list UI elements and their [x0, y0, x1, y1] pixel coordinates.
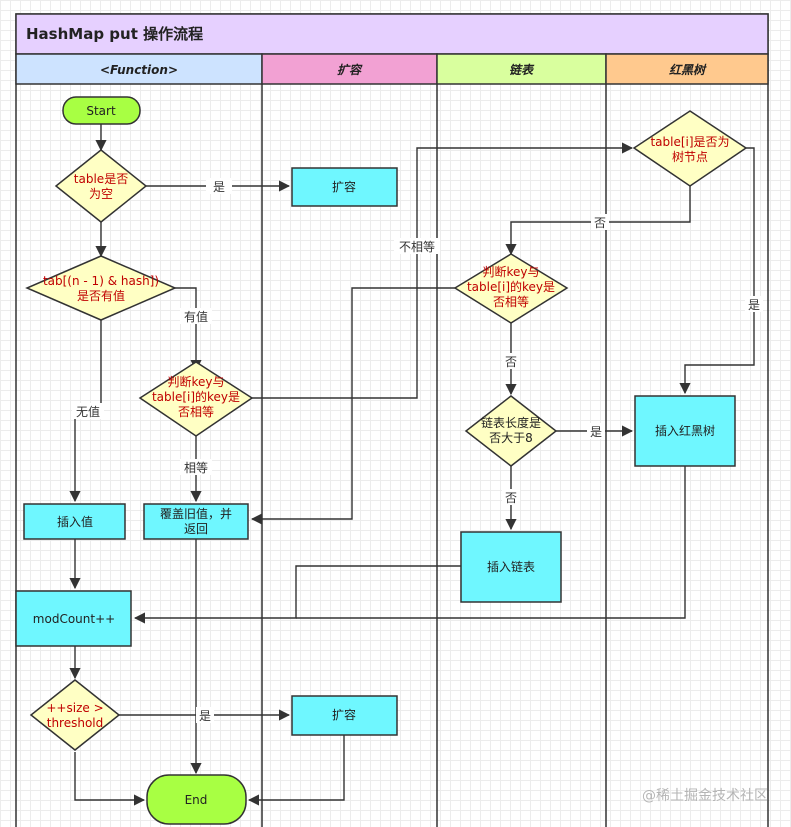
lane-label-resize: 扩容 — [337, 63, 363, 77]
decision-table-empty[interactable] — [54, 149, 148, 223]
lane-label-function: <Function> — [100, 63, 178, 77]
end-label: End — [185, 793, 208, 807]
edge-label-not-equal: 不相等 — [399, 240, 435, 254]
insert-list-label: 插入链表 — [487, 559, 535, 574]
edge-list-key-equal-to-overwrite — [250, 287, 455, 525]
decision-label: 否大于8 — [489, 431, 533, 445]
edge-label-no: 否 — [505, 355, 517, 369]
decision-label: 判断key与 — [482, 264, 539, 279]
edge-label-no: 否 — [505, 491, 517, 505]
decision-tab-has-value[interactable] — [25, 255, 177, 321]
edge-label-yes: 是 — [590, 425, 602, 439]
edge-has-value — [175, 287, 202, 372]
edge-not-equal-to-tree-check — [252, 142, 634, 399]
decision-key-equal[interactable] — [138, 361, 254, 437]
decision-key-equal-list[interactable] — [453, 253, 569, 324]
overwrite-node[interactable] — [143, 503, 249, 540]
decision-label: table[i]是否为 — [650, 135, 729, 149]
watermark: @稀土掘金技术社区 — [642, 788, 768, 804]
insert-value-node[interactable] — [23, 503, 126, 540]
decision-label: 否相等 — [493, 295, 529, 309]
decision-label: 是否有值 — [77, 288, 125, 303]
modcount-node[interactable] — [15, 590, 132, 647]
edge-size-no — [74, 752, 146, 806]
diagram-title: HashMap put 操作流程 — [26, 25, 203, 43]
decision-label: table是否 — [74, 172, 128, 186]
lane-header-resize — [261, 53, 438, 85]
lane-header-function — [15, 53, 263, 85]
edge-label-no: 否 — [594, 216, 606, 230]
decision-label: table[i]的key是 — [467, 279, 555, 294]
decision-label: tab[(n - 1) & hash]) — [43, 274, 159, 288]
decision-label: threshold — [47, 716, 104, 730]
insert-value-label: 插入值 — [57, 514, 93, 529]
overwrite-label: 返回 — [184, 522, 208, 536]
start-node[interactable] — [62, 96, 141, 125]
lane-header-tree — [605, 53, 769, 85]
edge-label-yes: 是 — [213, 180, 225, 194]
edge-insert-list-to-modcount — [133, 565, 461, 624]
decision-label: ++size > — [46, 701, 103, 715]
resize-label: 扩容 — [332, 179, 356, 194]
lane-label-tree: 红黑树 — [669, 63, 707, 77]
edge-label-has-value: 有值 — [184, 309, 208, 324]
decision-label: table[i]的key是 — [152, 389, 240, 404]
resize-node[interactable] — [291, 695, 398, 736]
edge-label-yes: 是 — [199, 709, 211, 723]
edge-tree-yes — [679, 147, 755, 395]
decision-label: 链表长度是 — [481, 415, 541, 430]
decision-size-threshold[interactable] — [29, 679, 121, 751]
decision-list-length[interactable] — [464, 395, 558, 467]
end-node[interactable] — [146, 774, 247, 825]
start-label: Start — [86, 104, 116, 118]
resize-node[interactable] — [291, 167, 398, 207]
edge-insert-tree-to-modcount — [296, 466, 686, 619]
resize-label: 扩容 — [332, 707, 356, 722]
lane-label-list: 链表 — [509, 63, 535, 77]
overwrite-label: 覆盖旧值，并 — [160, 506, 232, 521]
decision-label: 否相等 — [178, 405, 214, 419]
modcount-label: modCount++ — [33, 612, 115, 626]
edge-label-no-value: 无值 — [76, 404, 100, 419]
edge-label-yes: 是 — [748, 298, 760, 312]
edge-resize2-to-end — [247, 735, 345, 806]
insert-tree-node[interactable] — [634, 395, 736, 467]
insert-list-node[interactable] — [460, 531, 562, 603]
decision-label: 树节点 — [672, 149, 708, 164]
edge-label-equal: 相等 — [184, 461, 208, 475]
decision-tree-node[interactable] — [632, 110, 748, 187]
insert-tree-label: 插入红黑树 — [655, 423, 715, 438]
decision-label: 为空 — [89, 187, 113, 201]
decision-label: 判断key与 — [167, 374, 224, 389]
